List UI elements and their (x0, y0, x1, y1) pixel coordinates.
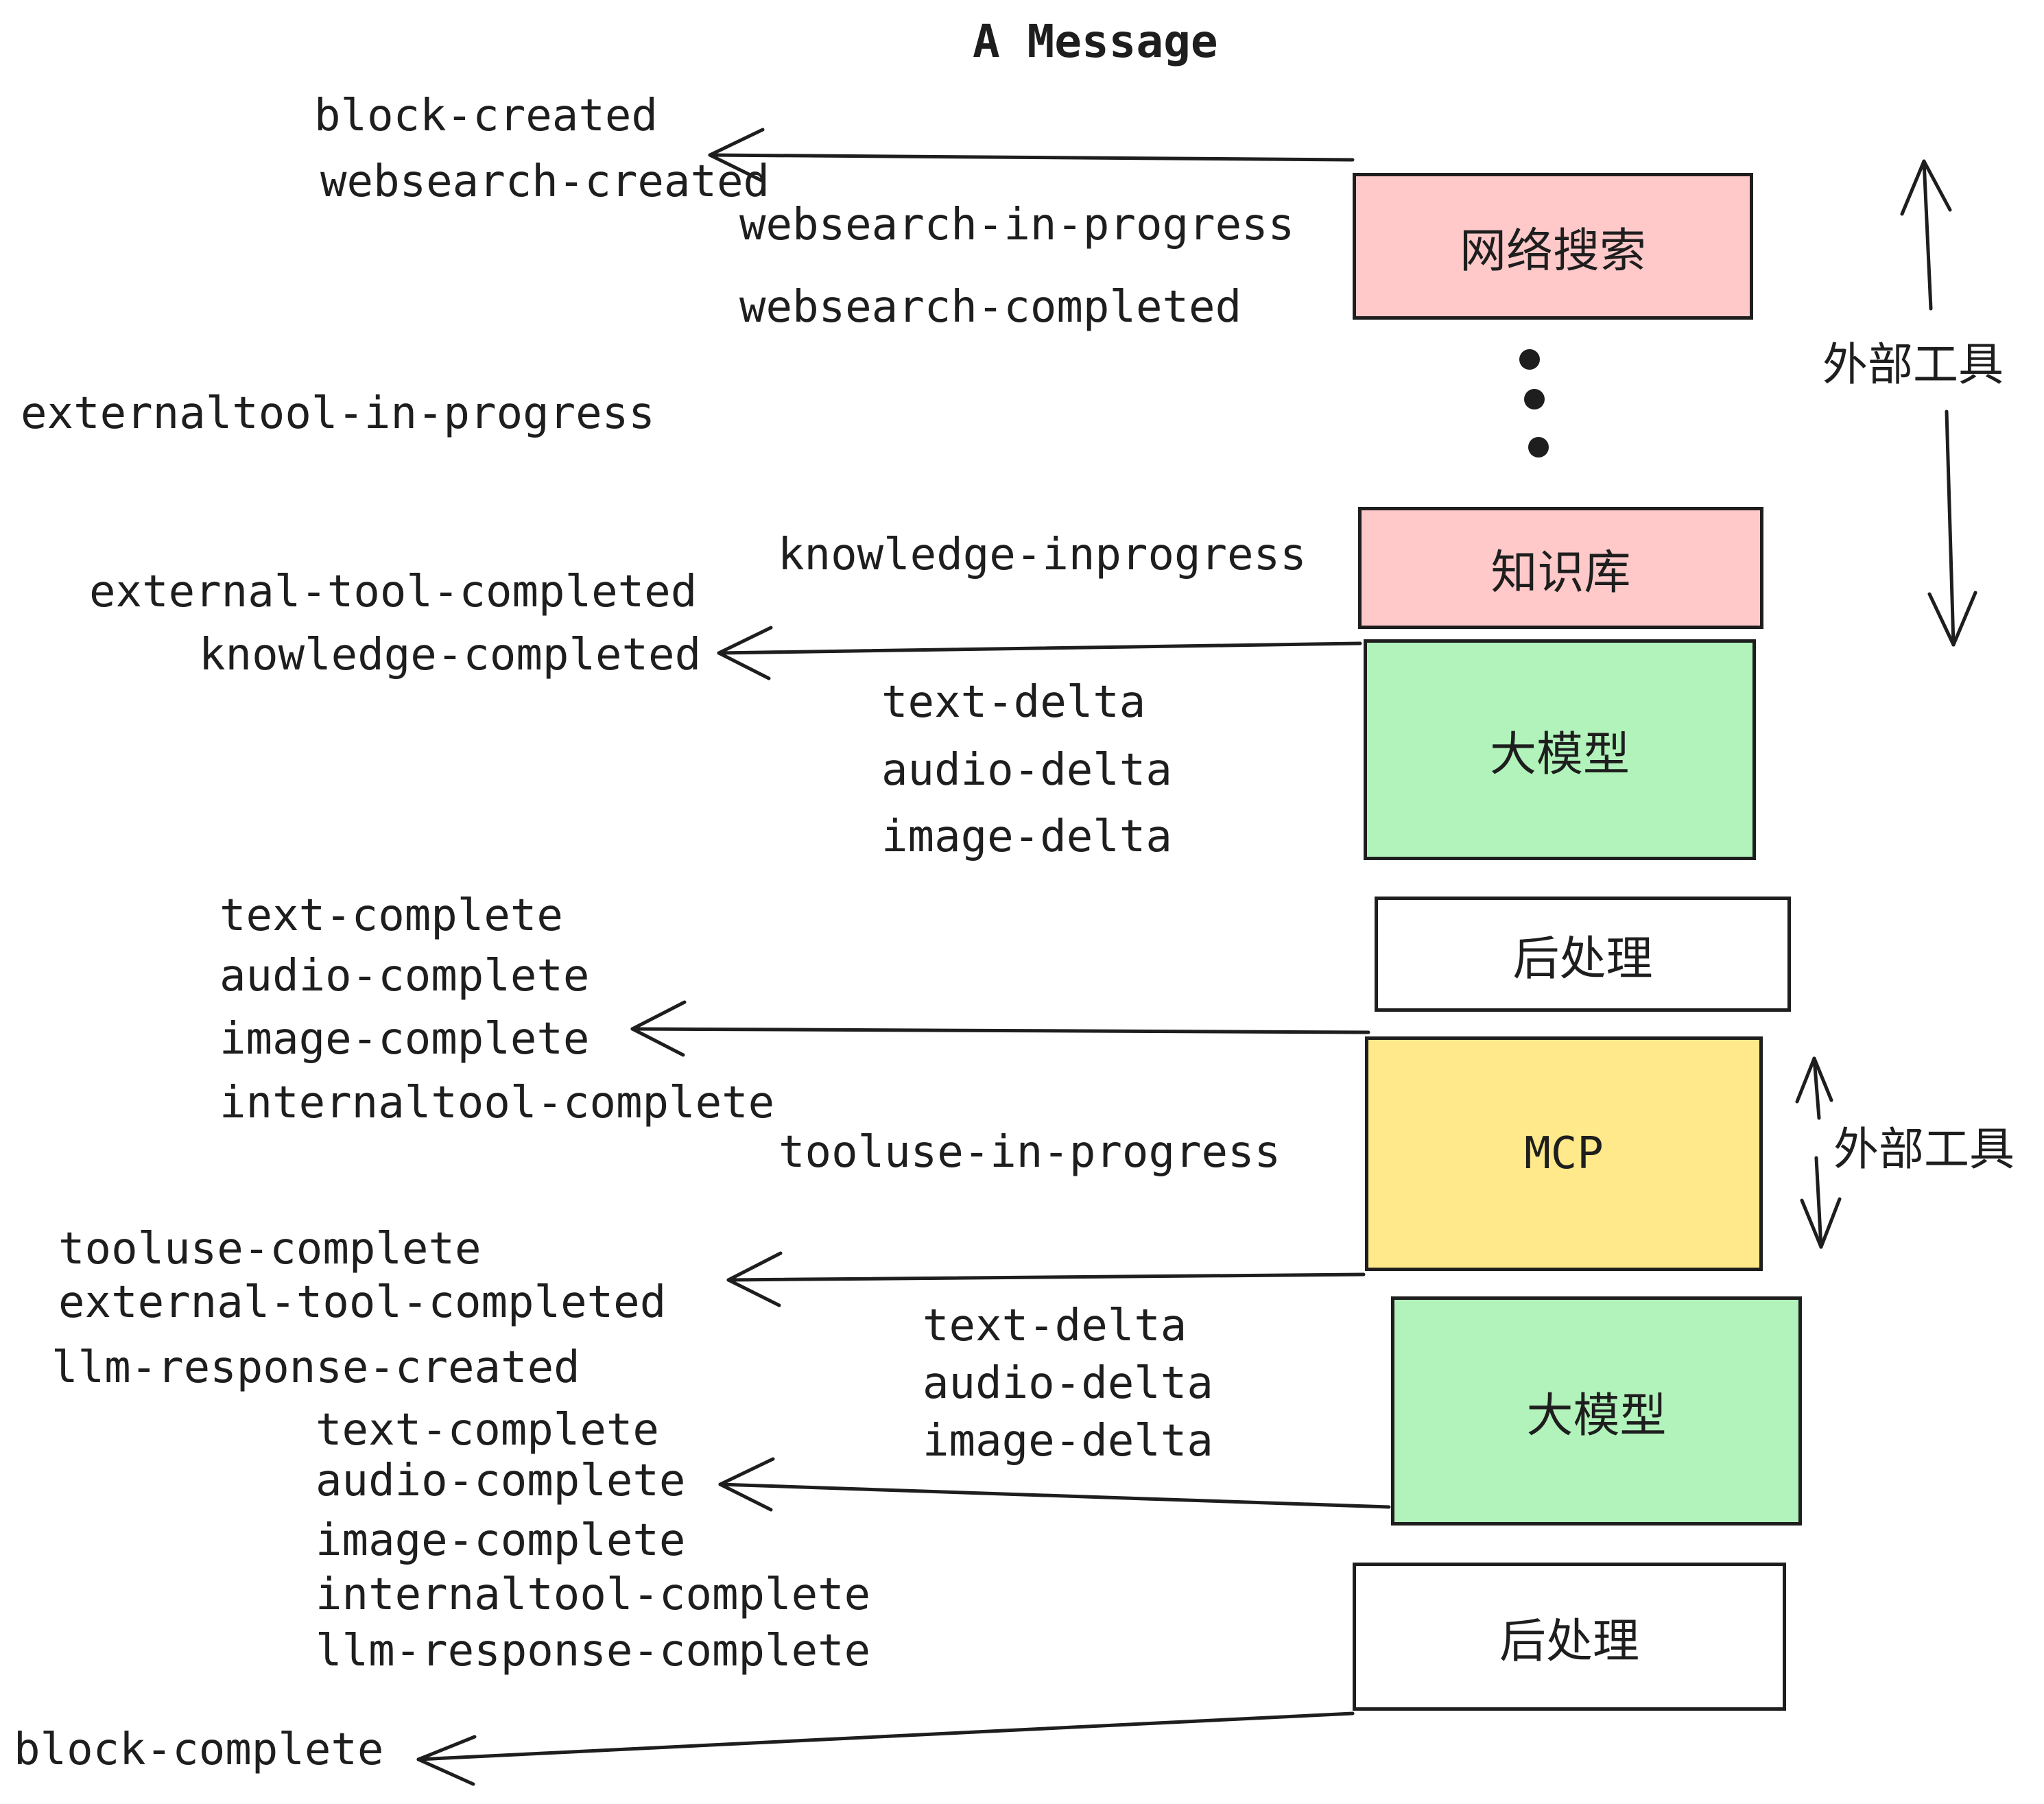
box-postprocess-2-label: 后处理 (1499, 1615, 1639, 1667)
event-label-audio-complete: audio-complete (219, 951, 590, 1001)
box-mcp-label: MCP (1524, 1128, 1604, 1179)
box-llm-2-label: 大模型 (1526, 1389, 1667, 1442)
event-label-externaltool-in-progress: externaltool-in-progress (21, 388, 655, 439)
box-knowledge: 知识库 (1358, 507, 1763, 629)
external-tools-label-mcp: 外部工具 (1833, 1124, 2015, 1174)
event-label-external-tool-completed: external-tool-completed (89, 567, 698, 617)
event-label-tooluse-in-progress: tooluse-in-progress (779, 1127, 1281, 1178)
event-label-websearch-created: websearch-created (320, 156, 770, 207)
external-tools-label-top: 外部工具 (1822, 339, 2004, 390)
arrow-internal-complete (630, 1000, 1370, 1057)
event-label-audio-delta: audio-delta (881, 745, 1172, 796)
event-label-websearch-in-progress: websearch-in-progress (739, 200, 1295, 250)
box-websearch: 网络搜索 (1353, 173, 1753, 320)
box-postprocess-1-label: 后处理 (1512, 932, 1653, 985)
box-llm-1: 大模型 (1364, 639, 1756, 860)
box-llm-1-label: 大模型 (1489, 728, 1630, 781)
page-title: A Message (973, 15, 1218, 68)
ellipsis-icon (1519, 349, 1549, 458)
arrow-block-complete (416, 1711, 1355, 1786)
event-label-knowledge-completed: knowledge-completed (199, 630, 702, 680)
event-label-image-delta: image-delta (881, 811, 1172, 862)
event-label-audio-delta-2: audio-delta (923, 1358, 1213, 1409)
event-label-text-complete: text-complete (219, 890, 563, 941)
event-label-audio-complete-2: audio-complete (316, 1456, 686, 1506)
event-label-internaltool-complete-2: internaltool-complete (316, 1569, 871, 1620)
event-label-text-delta: text-delta (881, 677, 1146, 728)
event-label-tooluse-complete: tooluse-complete (58, 1224, 482, 1274)
event-label-internaltool-complete: internaltool-complete (219, 1078, 775, 1128)
box-mcp: MCP (1365, 1036, 1763, 1271)
event-label-text-delta-2: text-delta (923, 1301, 1187, 1351)
event-label-block-complete: block-complete (14, 1724, 384, 1775)
event-label-llm-response-complete: llm-response-complete (316, 1626, 871, 1676)
event-label-llm-response-created: llm-response-created (51, 1342, 580, 1393)
event-label-image-complete-2: image-complete (316, 1515, 686, 1566)
arrow-knowledge-completed (717, 626, 1362, 680)
arrow-websearch-created (708, 128, 1355, 182)
event-label-external-tool-completed-2: external-tool-completed (58, 1277, 667, 1328)
event-label-websearch-completed: websearch-completed (739, 282, 1242, 333)
arrow-tooluse-complete (726, 1251, 1366, 1307)
box-websearch-label: 网络搜索 (1459, 224, 1646, 277)
box-llm-2: 大模型 (1391, 1296, 1802, 1526)
box-postprocess-2: 后处理 (1353, 1563, 1786, 1711)
box-knowledge-label: 知识库 (1490, 546, 1631, 599)
event-label-image-complete: image-complete (219, 1014, 590, 1065)
event-label-knowledge-inprogress: knowledge-inprogress (778, 530, 1307, 580)
event-label-image-delta-2: image-delta (923, 1416, 1213, 1467)
arrow-llm2-complete (718, 1457, 1391, 1512)
external-tools-span-arrow-top (1900, 159, 1977, 647)
box-postprocess-1: 后处理 (1375, 897, 1791, 1012)
event-label-block-created: block-created (314, 91, 658, 141)
event-label-text-complete-2: text-complete (316, 1405, 659, 1456)
